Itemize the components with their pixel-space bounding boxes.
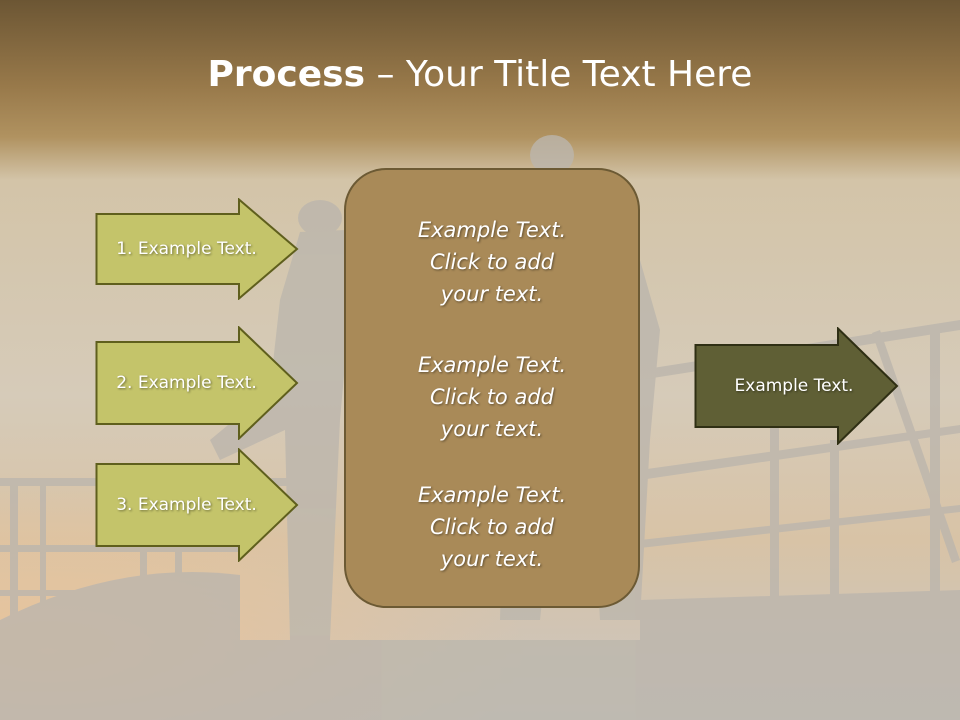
paragraph-line: Click to add — [429, 515, 554, 539]
paragraph-line: your text. — [440, 547, 544, 571]
result-arrow[interactable]: Example Text. — [694, 327, 900, 445]
paragraph-line: Example Text. — [417, 218, 567, 242]
step-label-1: 1. Example Text. — [116, 239, 257, 259]
arrow-right-shape — [95, 198, 299, 300]
center-text-box[interactable]: Example Text. Click to add your text. Ex… — [344, 168, 640, 608]
step-label-2: 2. Example Text. — [116, 373, 257, 393]
arrow-right-shape — [95, 326, 299, 440]
paragraph-line: Click to add — [429, 385, 554, 409]
paragraph-line: Example Text. — [417, 353, 567, 377]
center-paragraph-1: Example Text. Click to add your text. — [346, 214, 638, 310]
paragraph-line: Example Text. — [417, 483, 567, 507]
step-label-3: 3. Example Text. — [116, 495, 257, 515]
arrow-right-shape — [95, 448, 299, 562]
paragraph-line: your text. — [440, 282, 544, 306]
step-arrow-1[interactable]: 1. Example Text. — [95, 198, 300, 300]
paragraph-line: your text. — [440, 417, 544, 441]
step-arrow-3[interactable]: 3. Example Text. — [95, 448, 300, 562]
center-paragraph-3: Example Text. Click to add your text. — [346, 479, 638, 575]
step-arrow-2[interactable]: 2. Example Text. — [95, 326, 300, 440]
paragraph-line: Click to add — [429, 250, 554, 274]
title-bold: Process — [207, 54, 366, 95]
center-paragraph-2: Example Text. Click to add your text. — [346, 349, 638, 445]
arrow-right-shape — [694, 327, 899, 445]
title-rest: – Your Title Text Here — [365, 54, 753, 95]
result-label: Example Text. — [734, 376, 854, 396]
slide-title: Process – Your Title Text Here — [0, 52, 960, 98]
